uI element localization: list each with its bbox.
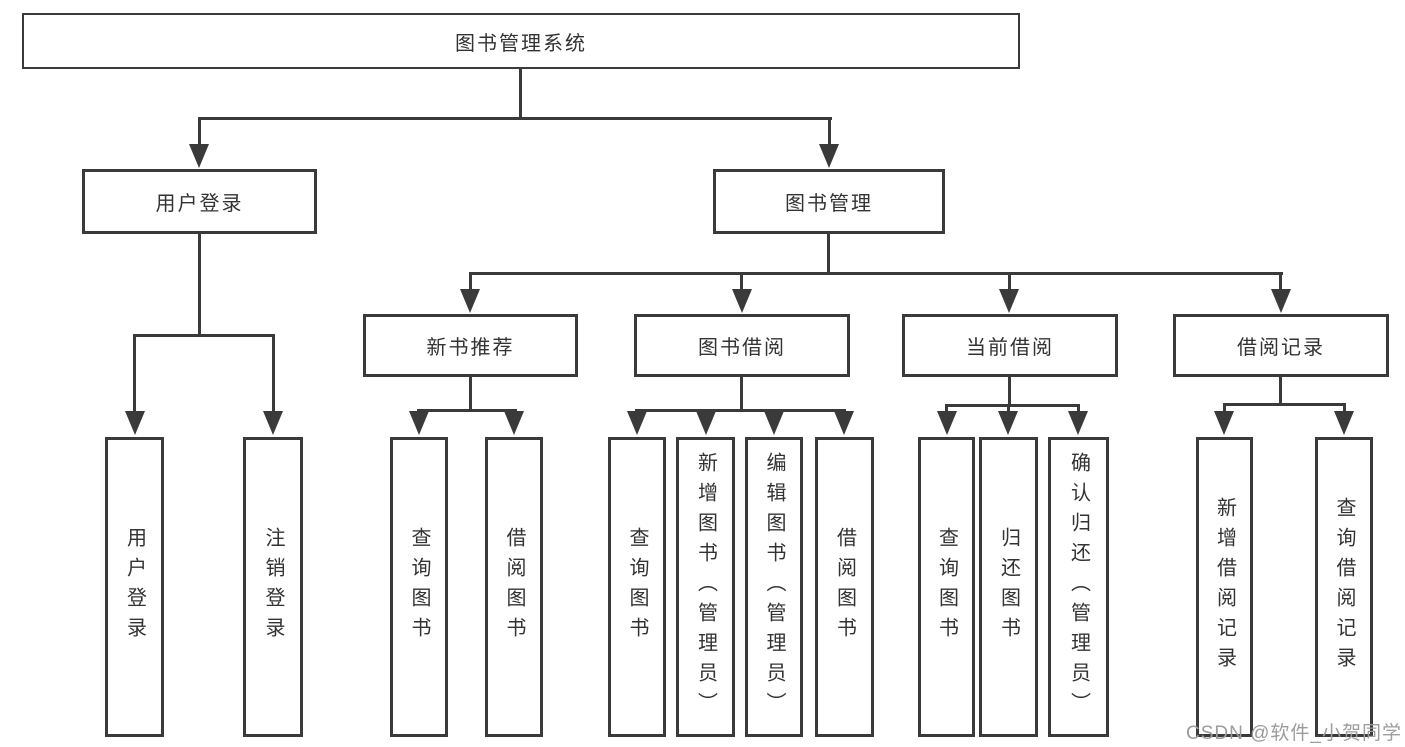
edge-line [1223,403,1346,406]
edge-line [1223,403,1226,413]
arrow-down-icon [819,144,839,168]
node-new-book-recommend: 新书推荐 [363,314,578,377]
edge-line [828,117,831,146]
g4-leaf-return-books: 归还图书 [979,437,1038,737]
arrow-down-icon [696,411,716,435]
arrow-down-icon [732,289,752,313]
node-label: 图书管理 [785,193,873,215]
node-label: 借阅记录 [1237,337,1325,359]
node-label: 新书推荐 [426,337,515,359]
csdn-watermark: CSDN @软件_小贺同学 [1186,723,1402,744]
arrow-down-icon [409,411,429,435]
g3-leaf-query-books: 查询图书 [608,437,666,737]
arrow-down-icon [937,411,957,435]
arrow-down-icon [1214,411,1234,435]
edge-line [133,334,136,414]
node-label: 新增借阅记录 [1213,497,1236,677]
g5-leaf-query-borrow-record: 查询借阅记录 [1315,437,1373,737]
arrow-down-icon [1271,289,1291,313]
edge-line [417,409,517,412]
edge-line [133,334,275,337]
edge-line [945,404,948,414]
node-label: 图书借阅 [698,337,786,359]
g3-leaf-add-books-admin: 新增图书（管理员） [676,437,735,737]
edge-line [635,409,846,412]
edge-line [198,117,201,146]
node-label: 当前借阅 [966,337,1054,359]
g3-leaf-borrow-books: 借阅图书 [815,437,874,737]
edge-line [1279,272,1282,291]
edge-line [198,234,201,336]
node-label: 注销登录 [262,527,284,647]
node-book-borrowing: 图书借阅 [634,314,850,377]
node-label: 编辑图书（管理员） [763,452,785,722]
arrow-down-icon [999,289,1019,313]
arrow-down-icon [504,411,524,435]
g3-leaf-edit-books-admin: 编辑图书（管理员） [745,437,803,737]
node-label: 借阅图书 [833,527,856,647]
arrow-down-icon [1334,411,1354,435]
edge-line [1008,272,1011,291]
edge-line [1279,377,1282,406]
arrow-down-icon [125,411,145,435]
node-label: 归还图书 [997,527,1020,647]
edge-line [272,334,275,414]
node-label: 查询图书 [935,527,958,647]
edge-line [519,69,522,117]
arrow-down-icon [189,144,209,168]
edge-line [1077,404,1080,414]
node-current-borrowing: 当前借阅 [902,314,1118,377]
g5-leaf-add-borrow-record: 新增借阅记录 [1196,437,1253,737]
edge-line [1008,377,1011,407]
node-label: 确认归还（管理员） [1067,452,1090,722]
node-borrowing-records: 借阅记录 [1173,314,1389,377]
edge-line [469,377,472,412]
arrow-down-icon [764,411,784,435]
g2-leaf-borrow-books: 借阅图书 [485,437,543,737]
edge-line [740,377,743,412]
node-label: 用户登录 [123,527,146,647]
edge-line [827,234,830,274]
arrow-down-icon [1068,411,1088,435]
g4-leaf-confirm-return-admin: 确认归还（管理员） [1048,437,1109,737]
edge-line [469,272,472,291]
node-label: 查询图书 [408,527,430,647]
node-label: 借阅图书 [503,527,525,647]
edge-line [198,117,832,120]
edge-line [1007,404,1010,414]
leaf-user-login: 用户登录 [105,437,164,737]
arrow-down-icon [998,411,1018,435]
arrow-down-icon [460,289,480,313]
node-label: 用户登录 [155,193,244,215]
edge-line [469,272,1283,275]
node-label: 查询借阅记录 [1333,497,1355,677]
edge-line [1343,403,1346,413]
node-label: 新增图书（管理员） [694,452,717,722]
edge-line [945,404,1080,407]
leaf-logout: 注销登录 [243,437,303,737]
node-label: 查询图书 [626,527,648,647]
edge-line [740,272,743,291]
g2-leaf-query-books: 查询图书 [390,437,448,737]
node-label: 图书管理系统 [455,32,587,55]
arrow-down-icon [627,411,647,435]
node-library-management-system: 图书管理系统 [22,13,1020,69]
node-user-login: 用户登录 [82,169,317,234]
arrow-down-icon [834,411,854,435]
g4-leaf-query-books: 查询图书 [918,437,975,737]
node-book-management: 图书管理 [713,169,945,234]
arrow-down-icon [263,411,283,435]
